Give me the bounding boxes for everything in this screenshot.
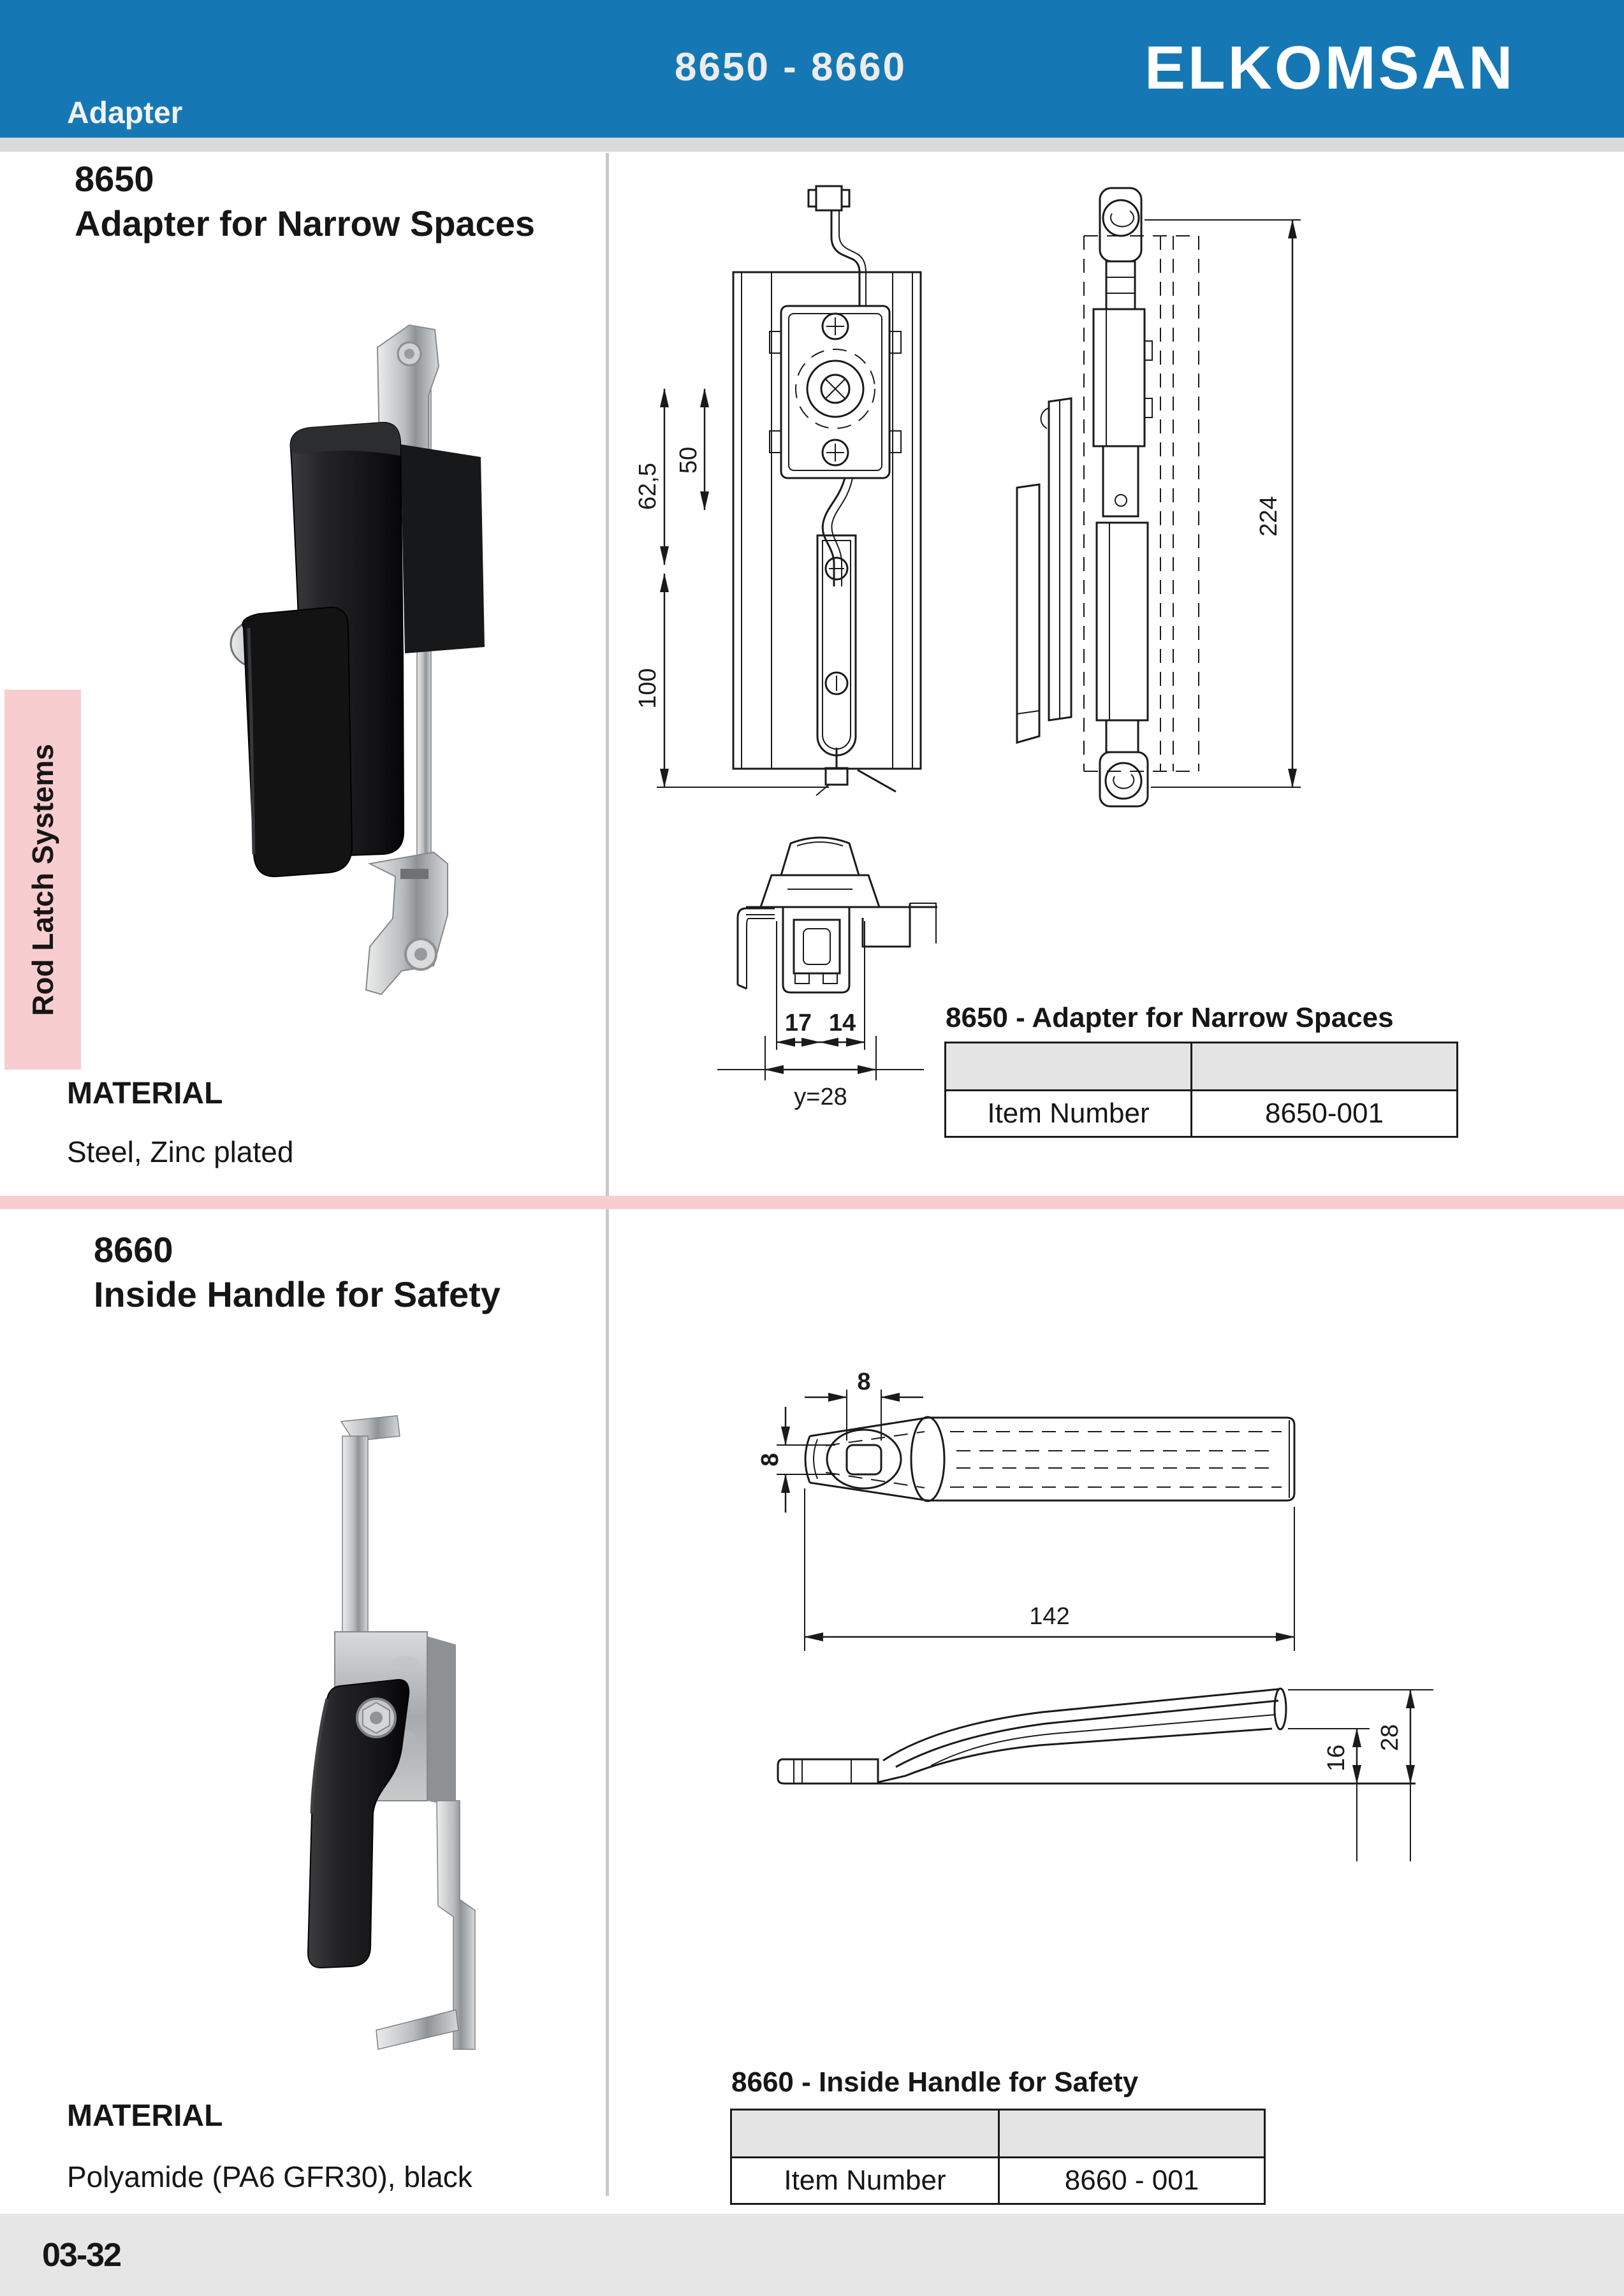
section-heading-8660: 8660 Inside Handle for Safety — [94, 1228, 501, 1317]
header-banner: Adapter 8650 - 8660 ELKOMSAN — [0, 0, 1624, 138]
table-header-cell — [1190, 1042, 1458, 1091]
table-title-8660: 8660 - Inside Handle for Safety — [731, 2067, 1139, 2098]
drawing-8650-bottom-view: 17 14 y=28 — [717, 836, 937, 1110]
table-row — [730, 2109, 1266, 2158]
drawing-8650-front-view: 50 62,5 100 — [634, 185, 922, 796]
photo8660-foot — [376, 2009, 459, 2050]
dim-side-height: 224 — [1255, 496, 1282, 536]
item-number-label-8660: Item Number — [730, 2156, 1000, 2205]
table-header-cell — [730, 2109, 1000, 2158]
item-number-label-8650: Item Number — [944, 1089, 1192, 1138]
brand-logo: ELKOMSAN — [1145, 34, 1516, 102]
photo8650-lower-pad — [242, 606, 353, 878]
material-label-8660: MATERIAL — [67, 2099, 223, 2133]
product-code-8650: 8650 — [75, 159, 154, 199]
dim-bottom-total: y=28 — [794, 1084, 847, 1110]
material-value-8650: Steel, Zinc plated — [67, 1135, 294, 1168]
sidebar-category-label: Rod Latch Systems — [26, 743, 59, 1016]
header-category: Adapter — [67, 96, 183, 130]
drawing-8660-top-view: 8 8 142 — [757, 1369, 1296, 1651]
dim-hole-height: 8 — [757, 1453, 784, 1466]
page-number: 03-32 — [42, 2236, 122, 2274]
item-number-value-8650: 8650-001 — [1190, 1089, 1458, 1138]
product-name-8660: Inside Handle for Safety — [94, 1274, 501, 1314]
sidebar-category-tab: Rod Latch Systems — [4, 690, 81, 1070]
drawing-8650-side-view: 224 — [1016, 187, 1301, 808]
dim-tip-height: 16 — [1323, 1745, 1350, 1771]
section-divider-band — [0, 1196, 1624, 1209]
product-photo-8660 — [307, 1415, 476, 2050]
product-photo-8650 — [230, 324, 485, 996]
product-name-8650: Adapter for Narrow Spaces — [75, 203, 535, 243]
spec-table-8660: Item Number 8660 - 001 — [730, 2109, 1266, 2205]
table-row: Item Number 8650-001 — [944, 1089, 1458, 1138]
photo8660-lower-rod — [436, 1800, 476, 2050]
header-page-range: 8650 - 8660 — [675, 45, 907, 89]
dim-front-span: 62,5 — [634, 463, 661, 510]
dim-length: 142 — [1029, 1603, 1069, 1630]
photo8660-upper-rod — [342, 1435, 369, 1636]
product-code-8660: 8660 — [94, 1230, 173, 1270]
table-row: Item Number 8660 - 001 — [730, 2156, 1266, 2205]
item-number-value-8660: 8660 - 001 — [998, 2156, 1266, 2205]
section-heading-8650: 8650 Adapter for Narrow Spaces — [75, 157, 535, 246]
dim-hole-width: 8 — [857, 1369, 870, 1395]
dim-bottom-right: 14 — [829, 1010, 856, 1036]
dim-front-lower: 100 — [634, 668, 661, 708]
header-divider-strip — [0, 138, 1624, 152]
dim-front-upper: 50 — [675, 447, 702, 474]
dim-overall-height: 28 — [1377, 1724, 1403, 1751]
footer-band: 03-32 — [0, 2214, 1624, 2296]
drawing-8660-profile-view: 16 28 — [777, 1687, 1433, 1861]
table-title-8650: 8650 - Adapter for Narrow Spaces — [946, 1002, 1394, 1033]
spec-table-8650: Item Number 8650-001 — [944, 1042, 1458, 1138]
table-header-cell — [998, 2109, 1266, 2158]
table-row — [944, 1042, 1458, 1091]
material-value-8660: Polyamide (PA6 GFR30), black — [67, 2160, 472, 2193]
photo8660-top-hook — [340, 1415, 400, 1442]
column-divider — [606, 153, 609, 2196]
material-label-8650: MATERIAL — [67, 1077, 223, 1110]
dim-bottom-left: 17 — [785, 1010, 812, 1036]
table-header-cell — [944, 1042, 1192, 1091]
photo8650-body-wing — [400, 444, 485, 653]
